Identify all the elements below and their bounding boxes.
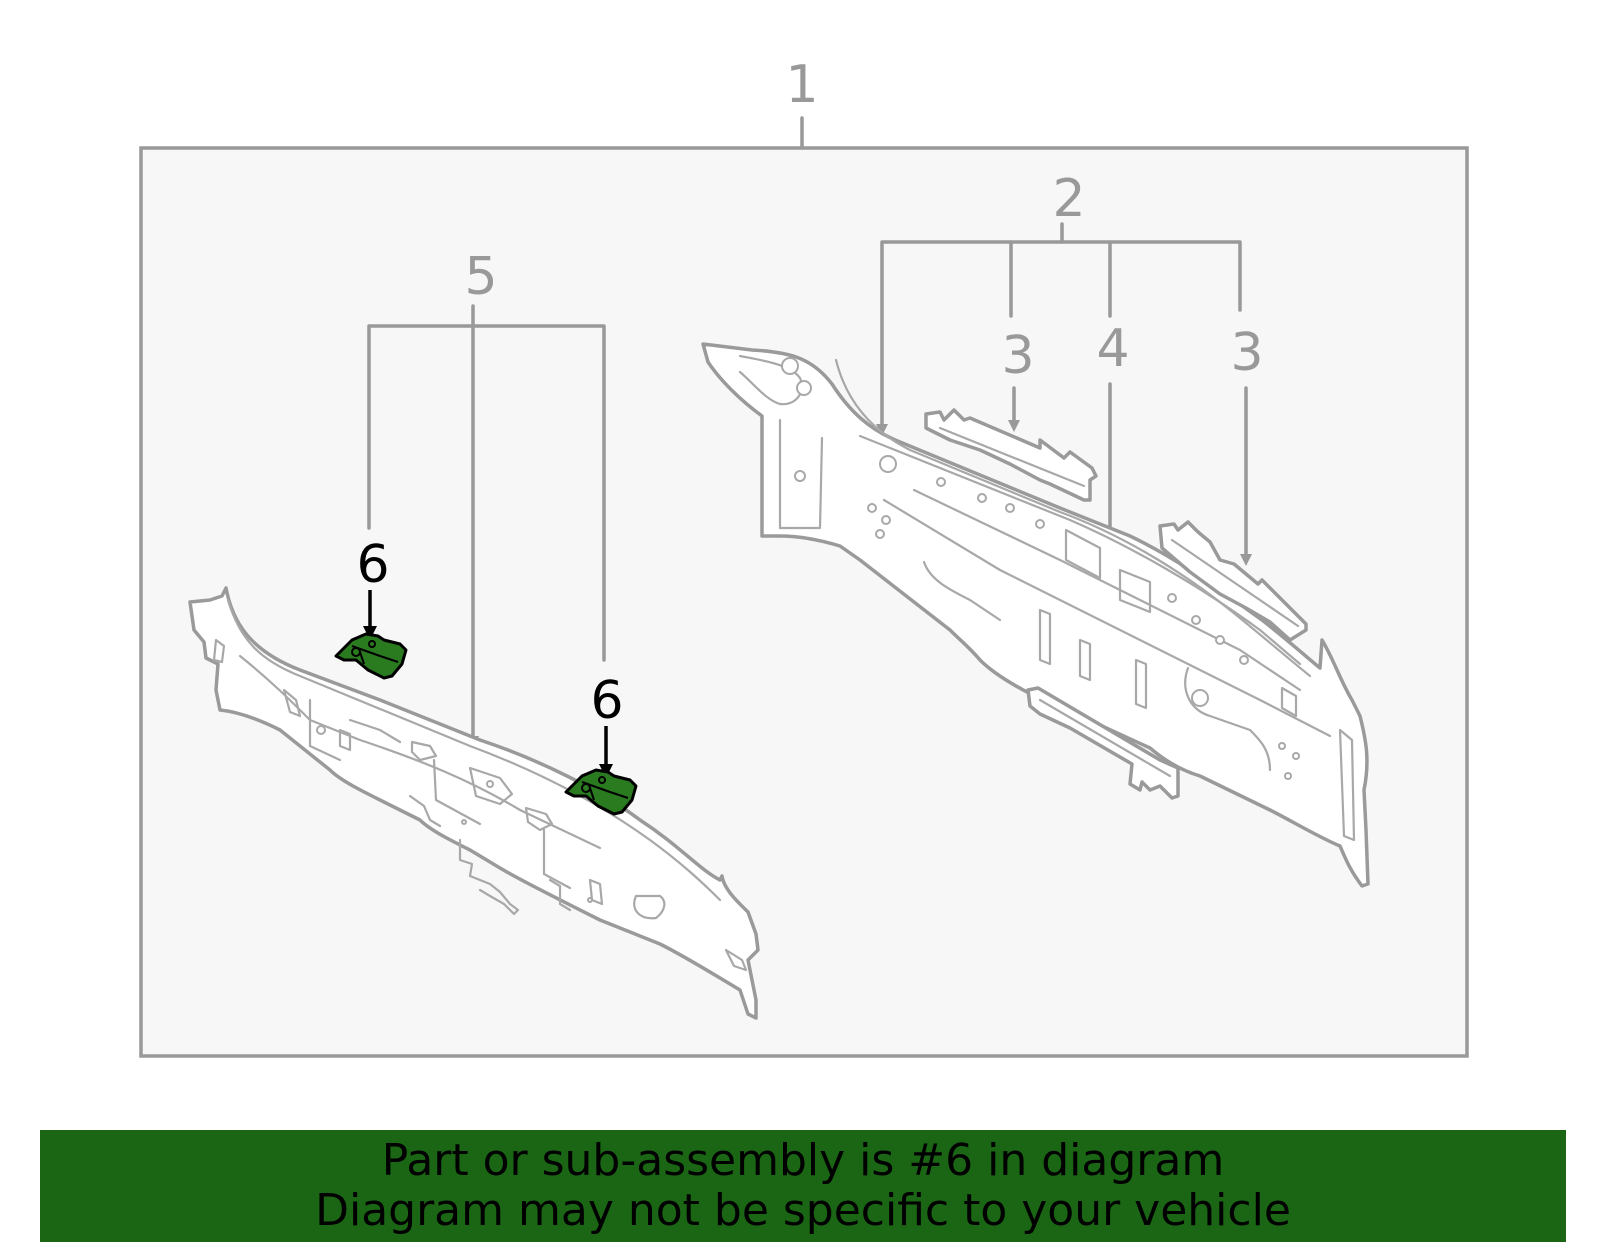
banner-line-2: Diagram may not be specific to your vehi… [315,1185,1291,1236]
part-5-lower-panel [188,586,760,1020]
callout-2-leader [876,222,1242,436]
disclaimer-banner: Part or sub-assembly is #6 in diagram Di… [40,1130,1566,1242]
part-3-left-bracket [924,408,1098,502]
callout-6-left-label: 6 [356,535,389,595]
callout-1-label: 1 [785,55,818,115]
banner-line-1: Part or sub-assembly is #6 in diagram [381,1135,1225,1186]
callout-5-label: 5 [464,247,497,307]
part-6-bracket-left [334,632,408,680]
part-6-bracket-right [564,768,638,816]
callout-6-right-label: 6 [590,671,623,731]
callout-6-left-leader [363,590,377,640]
part-2-rear-panel [701,342,1370,888]
part-4-reinforcement [1026,686,1180,800]
callout-4-label: 4 [1096,319,1129,379]
callout-3-right-label: 3 [1230,323,1263,383]
part-3-right-bracket [1158,520,1308,642]
callout-2-label: 2 [1052,169,1085,229]
callout-3-left-label: 3 [1001,326,1034,386]
